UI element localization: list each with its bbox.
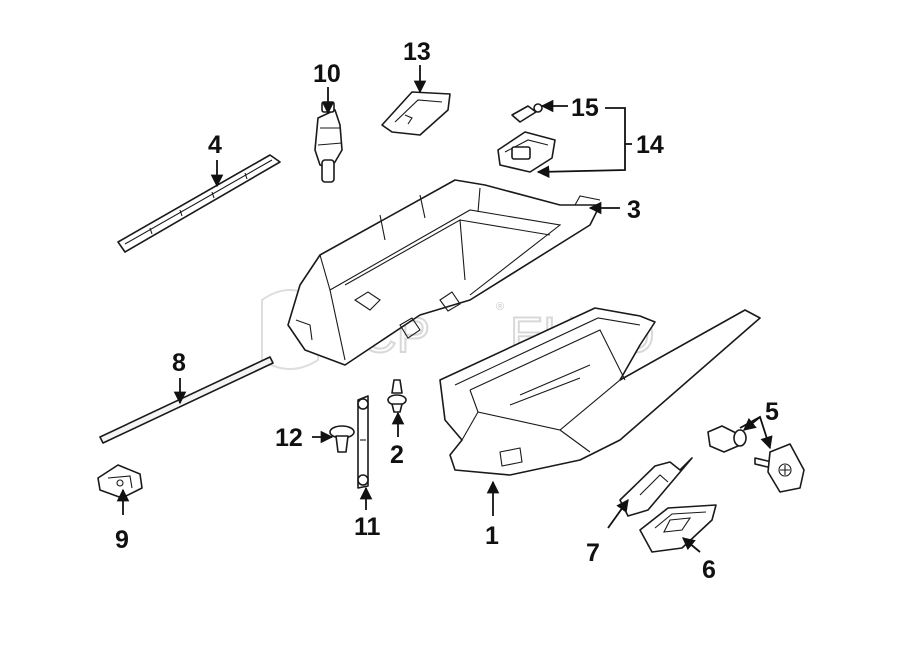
- callout-10: 10: [313, 60, 341, 88]
- callout-8: 8: [172, 349, 186, 377]
- leader-5b: [743, 416, 761, 431]
- watermark-registered: ®: [496, 301, 504, 313]
- callout-15: 15: [571, 94, 599, 122]
- callouts: 1 2 3 4 5 6 7 8 9 10 11 12 13 14 15: [115, 38, 779, 584]
- handle-6: [639, 504, 717, 553]
- bulb-15: [511, 103, 543, 123]
- push-clip-12: [329, 425, 355, 453]
- clip-9: [97, 464, 143, 499]
- callout-7: 7: [586, 539, 600, 567]
- glove-box-housing: [287, 179, 601, 366]
- stopper-2: [387, 379, 407, 413]
- callout-9: 9: [115, 526, 129, 554]
- leader-7: [607, 498, 629, 529]
- leader-lines: [116, 65, 773, 553]
- callout-12: 12: [275, 424, 303, 452]
- callout-4: 4: [208, 131, 222, 159]
- callout-3: 3: [627, 196, 641, 224]
- leader-14: [536, 107, 626, 179]
- trim-strip: [117, 154, 281, 253]
- lock-cylinder-5: [707, 425, 747, 453]
- callout-1: 1: [485, 522, 499, 550]
- bracket-13: [381, 91, 451, 136]
- strut-11: [357, 395, 369, 489]
- support-rod: [99, 356, 274, 444]
- callout-2: 2: [390, 441, 404, 469]
- callout-13: 13: [403, 38, 431, 66]
- leader-6: [682, 537, 701, 553]
- callout-6: 6: [702, 556, 716, 584]
- lamp-housing-14: [497, 131, 556, 173]
- callout-14: 14: [636, 131, 664, 159]
- callout-5: 5: [765, 398, 779, 426]
- key-5: [754, 443, 805, 493]
- damper-10: [314, 101, 343, 183]
- callout-11: 11: [354, 513, 381, 541]
- glove-box-door: [439, 307, 761, 476]
- latch-bracket-7: [619, 457, 693, 517]
